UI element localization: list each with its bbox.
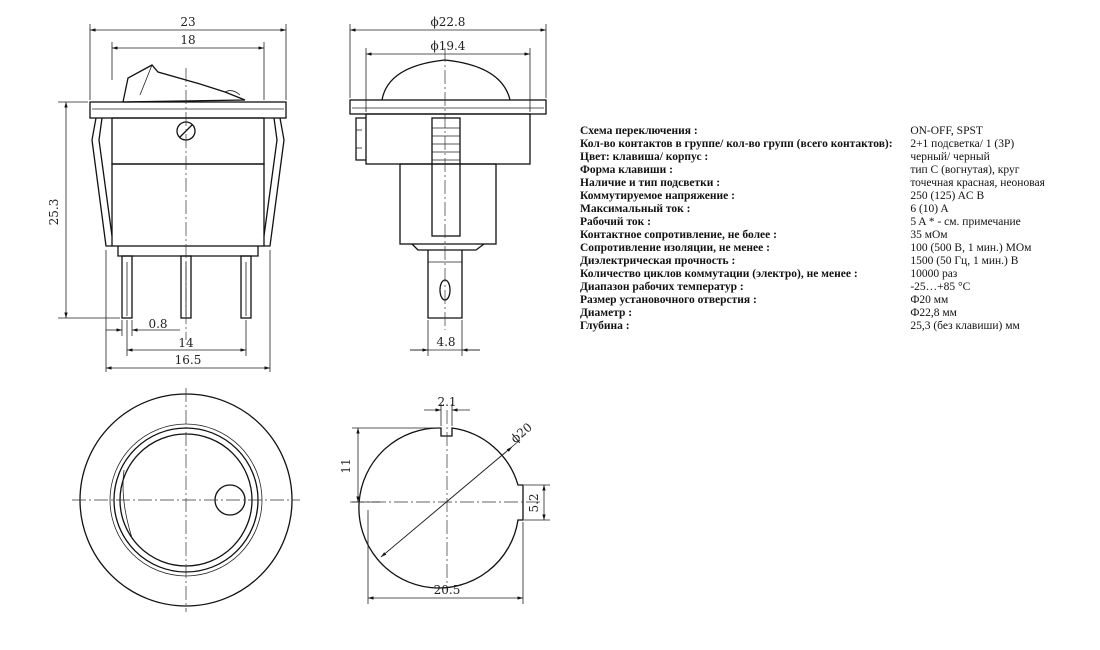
spec-value: 35 мОм	[910, 229, 948, 241]
spec-value: ON-OFF, SPST	[910, 125, 983, 137]
spec-row: Коммутируемое напряжение : 250 (125) AC B	[580, 190, 1080, 203]
right-clip	[264, 117, 285, 247]
spec-row: Контактное сопротивление, не более : 35 м…	[580, 229, 1080, 242]
spec-label: Сопротивление изоляции, не менее :	[580, 242, 770, 254]
spec-row: Сопротивление изоляции, не менее : 100 (5…	[580, 242, 1080, 255]
spec-row: Кол-во контактов в группе/ кол-во групп …	[580, 138, 1080, 151]
side-bezel	[349, 99, 547, 115]
spec-row: Максимальный ток : 6 (10) A	[580, 203, 1080, 216]
front-view: 23 18 25.3 0.8 14 16.5	[47, 15, 287, 372]
side-housing	[365, 113, 531, 165]
dim-2-1: 2.1	[437, 395, 456, 409]
spec-label: Диэлектрическая прочность :	[580, 255, 736, 267]
dim-5-2: 5.2	[527, 493, 541, 512]
spec-label: Максимальный ток :	[580, 203, 691, 215]
spec-label: Количество циклов коммутации (электро), …	[580, 268, 858, 280]
spec-row: Цвет: клавиша/ корпус : черный/ черный	[580, 151, 1080, 164]
mounting-hole-view: ϕ20 2.1 11 5.2 20.5	[339, 395, 550, 604]
side-view: ϕ22.8 ϕ19.4 4.8	[349, 15, 547, 356]
spec-value: тип C (вогнутая), круг	[910, 164, 1020, 176]
spec-value: 250 (125) AC B	[910, 190, 985, 202]
spec-value: черный/ черный	[910, 151, 990, 163]
upper-body	[111, 117, 265, 165]
dim-23: 23	[180, 15, 195, 29]
spec-label: Контактное сопротивление, не более :	[580, 229, 777, 241]
bezel	[89, 101, 287, 119]
spec-row: Диэлектрическая прочность : 1500 (50 Гц, …	[580, 255, 1080, 268]
spec-value: 25,3 (без клавиши) мм	[910, 320, 1020, 332]
left-clip	[91, 117, 112, 247]
dome	[381, 59, 511, 101]
spec-value: 1500 (50 Гц, 1 мин.) В	[910, 255, 1019, 267]
dim-14: 14	[178, 336, 194, 350]
dim-11: 11	[339, 458, 353, 473]
spec-label: Форма клавиши :	[580, 164, 673, 176]
dim-4-8: 4.8	[436, 335, 455, 349]
spec-row: Количество циклов коммутации (электро), …	[580, 268, 1080, 281]
dim-phi-20: ϕ20	[508, 420, 535, 446]
spec-value: Ф22,8 мм	[910, 307, 957, 319]
spec-row: Размер установочного отверстия : Ф20 мм	[580, 294, 1080, 307]
dim-16-5: 16.5	[175, 353, 202, 367]
dim-0-8: 0.8	[148, 317, 167, 331]
dim-20-5: 20.5	[434, 583, 461, 597]
rocker-key	[122, 64, 246, 103]
spec-value: 2+1 подсветка/ 1 (3P)	[910, 138, 1015, 150]
spec-label: Схема переключения :	[580, 125, 698, 137]
hole-outline	[358, 427, 524, 589]
spec-value: Ф20 мм	[910, 294, 949, 306]
spec-row: Диапазон рабочих температур : -25…+85 °C	[580, 281, 1080, 294]
spec-value: 100 (500 В, 1 мин.) МОм	[910, 242, 1032, 254]
top-view	[72, 388, 300, 612]
spec-label: Коммутируемое напряжение :	[580, 190, 735, 202]
spec-label: Кол-во контактов в группе/ кол-во групп …	[580, 138, 893, 150]
spec-label: Цвет: клавиша/ корпус :	[580, 151, 709, 163]
spec-value: 6 (10) A	[910, 203, 949, 215]
spec-row: Глубина : 25,3 (без клавиши) мм	[580, 320, 1080, 333]
stem	[431, 117, 461, 237]
spec-value: 10000 раз	[910, 268, 958, 280]
spec-row: Рабочий ток : 5 A * - см. примечание	[580, 216, 1080, 229]
spec-value: точечная красная, неоновая	[910, 177, 1045, 189]
pin-left	[121, 255, 133, 319]
lower-body	[111, 163, 265, 247]
spec-label: Диапазон рабочих температур :	[580, 281, 744, 293]
spec-label: Диаметр :	[580, 307, 633, 319]
spec-label: Размер установочного отверстия :	[580, 294, 757, 306]
spec-label: Наличие и тип подсветки :	[580, 177, 721, 189]
spec-table: Схема переключения : ON-OFF, SPST Кол-во к…	[580, 125, 1080, 333]
dim-phi-19-4: ϕ19.4	[431, 39, 466, 53]
spec-label: Рабочий ток :	[580, 216, 652, 228]
side-lower-body	[399, 163, 497, 245]
dim-18: 18	[180, 33, 195, 47]
pin-right	[240, 255, 252, 319]
spec-row: Диаметр : Ф22,8 мм	[580, 307, 1080, 320]
spec-value: -25…+85 °C	[910, 281, 971, 293]
dim-phi-22-8: ϕ22.8	[431, 15, 466, 29]
spec-row: Схема переключения : ON-OFF, SPST	[580, 125, 1080, 138]
spec-value: 5 A * - см. примечание	[910, 216, 1021, 228]
spec-row: Форма клавиши : тип C (вогнутая), круг	[580, 164, 1080, 177]
spec-label: Глубина :	[580, 320, 630, 332]
dim-25-3: 25.3	[47, 199, 61, 226]
spec-row: Наличие и тип подсветки : точечная красна…	[580, 177, 1080, 190]
